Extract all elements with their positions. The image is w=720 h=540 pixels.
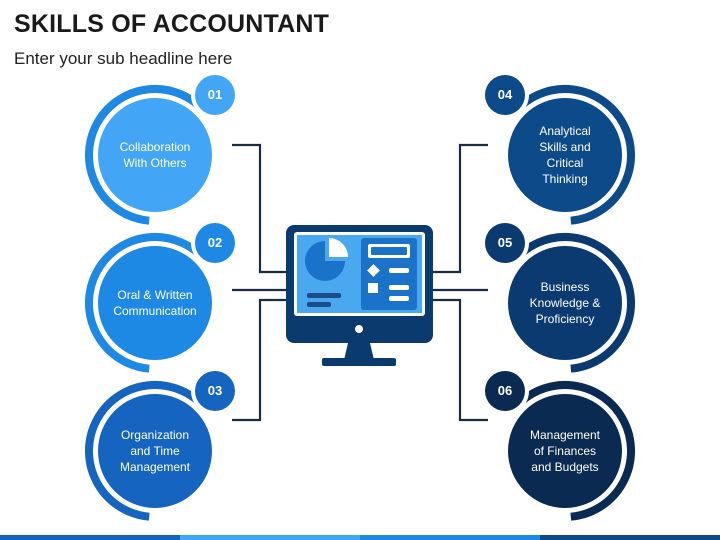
skill-number: 05 [497,235,513,250]
bookmark-icon [368,283,378,293]
skill-node [85,71,239,225]
panel-line [389,296,409,301]
footer-segment [180,535,360,540]
skill-ring [511,232,635,373]
skill-ring [511,84,635,225]
pie-chart-icon [305,241,345,281]
skill-circle [508,246,622,360]
skill-node [85,219,239,373]
text-line [307,302,331,307]
skill-number: 03 [207,383,223,398]
skill-node [481,367,635,521]
skill-label: Oral & Written Communication [113,288,197,318]
page-subtitle: Enter your sub headline here [14,49,233,68]
connector-line [232,298,290,422]
connector-line [430,143,488,274]
badge-circle [485,371,525,411]
skill-ring [85,232,209,373]
monitor-base [322,358,396,366]
skill-label: Collaboration With Others [119,140,191,170]
badge-circle [195,371,235,411]
skill-number: 02 [207,235,223,250]
skill-number: 04 [497,87,513,102]
skill-ring [85,380,209,521]
skill-ring [511,380,635,521]
skill-node [481,219,635,373]
badge-circle [485,75,525,115]
text-line [307,293,341,298]
badge-circle [485,223,525,263]
monitor-button [355,325,363,333]
skill-circle [508,98,622,212]
badge-circle [195,223,235,263]
footer-segment [360,535,540,540]
panel-line [389,268,409,273]
skill-number: 01 [207,87,223,102]
page-title: SKILLS OF ACCOUNTANT [14,10,330,38]
skill-circle [98,246,212,360]
connector-line [430,298,488,422]
monitor-neck [344,343,374,360]
panel-header-inner [371,247,407,255]
footer-segment [540,535,720,540]
skill-node [481,71,635,225]
skill-circle [508,394,622,508]
footer-segment [0,535,180,540]
badge-circle [195,75,235,115]
pie-slice-icon [329,238,348,257]
skill-label: Organization and Time Management [119,428,191,474]
skill-circle [98,394,212,508]
computer-monitor-icon [286,225,433,366]
connector-lines [232,143,488,422]
diamond-icon [367,264,380,277]
connector-line [232,143,290,274]
skill-label: Management of Finances and Budgets [529,428,601,474]
skill-nodes [85,71,635,521]
panel-line [389,285,409,290]
footer-color-bar [0,535,720,540]
skill-circle [98,98,212,212]
skill-node [85,367,239,521]
skill-number: 06 [497,383,513,398]
skill-label: Analytical Skills and Critical Thinking [539,124,591,186]
skill-ring [85,84,209,225]
skill-label: Business Knowledge & Proficiency [529,280,601,326]
